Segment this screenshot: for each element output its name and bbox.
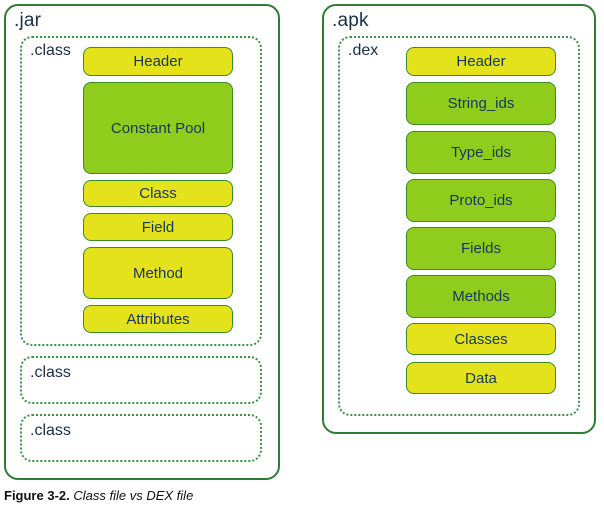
class-constant-pool-block: Constant Pool <box>83 82 233 174</box>
figure-caption: Figure 3-2. Class file vs DEX file <box>4 488 193 503</box>
class-field-block: Field <box>83 213 233 241</box>
dex-data-block: Data <box>406 362 556 394</box>
dex-string-ids-block: String_ids <box>406 82 556 125</box>
dex-methods-block: Methods <box>406 275 556 318</box>
class-main-label: .class <box>30 42 71 59</box>
class-container-3 <box>20 414 262 462</box>
figure-number: Figure 3-2. <box>4 488 70 503</box>
class-3-label: .class <box>30 422 71 439</box>
dex-fields-block: Fields <box>406 227 556 270</box>
class-attributes-block: Attributes <box>83 305 233 333</box>
figure-title: Class file vs DEX file <box>73 488 194 503</box>
class-2-label: .class <box>30 364 71 381</box>
class-class-block: Class <box>83 180 233 207</box>
class-container-2 <box>20 356 262 404</box>
apk-title: .apk <box>332 10 369 31</box>
dex-proto-ids-block: Proto_ids <box>406 179 556 222</box>
dex-type-ids-block: Type_ids <box>406 131 556 174</box>
dex-classes-block: Classes <box>406 323 556 355</box>
class-header-block: Header <box>83 47 233 76</box>
class-method-block: Method <box>83 247 233 299</box>
dex-header-block: Header <box>406 47 556 76</box>
jar-title: .jar <box>14 10 42 31</box>
dex-label: .dex <box>348 42 379 59</box>
